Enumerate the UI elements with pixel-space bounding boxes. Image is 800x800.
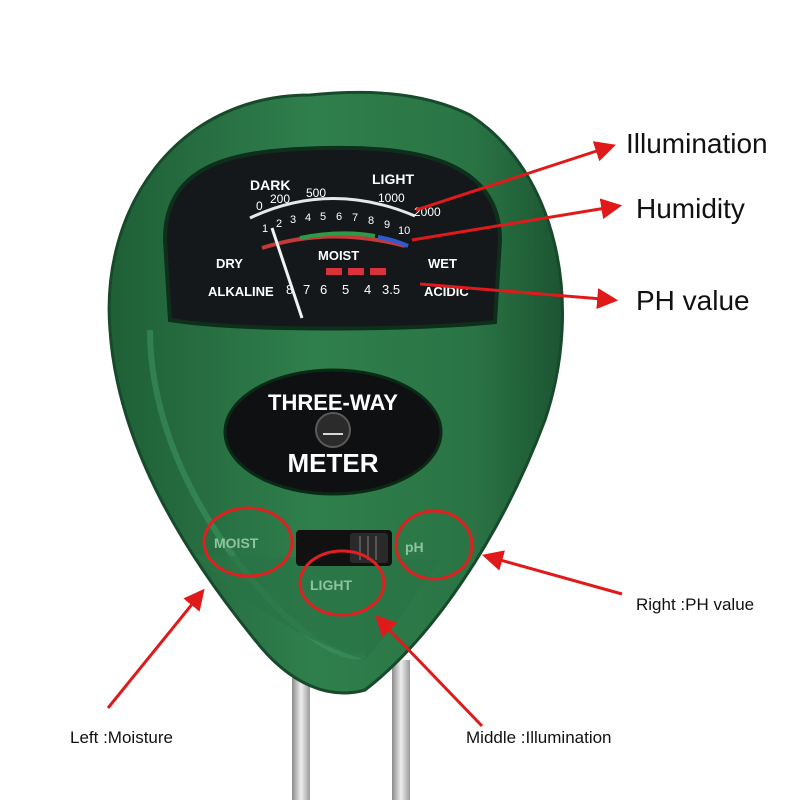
moist-color-arc-blue — [377, 235, 409, 248]
callout-illumination: Illumination — [626, 128, 768, 159]
dial-label-dry: DRY — [216, 256, 243, 271]
arrow-middle — [375, 614, 484, 728]
arrow-humidity — [411, 198, 623, 242]
selector-label-ph: pH — [405, 539, 424, 555]
moist-tick-7: 7 — [352, 212, 358, 224]
ph-tick-3-5: 3.5 — [382, 282, 400, 297]
moist-tick-2: 2 — [276, 218, 282, 230]
callout-middle: Middle :Illumination — [466, 728, 612, 747]
ph-tick-7: 7 — [303, 282, 310, 297]
ph-tick-8: 8 — [286, 282, 293, 297]
left-probe — [292, 660, 310, 800]
dial-label-light: LIGHT — [372, 171, 414, 187]
moist-tick-5: 5 — [320, 211, 326, 223]
light-tick-500: 500 — [306, 186, 326, 200]
dial-needle — [270, 227, 304, 319]
badge-line-2: METER — [288, 448, 379, 478]
light-tick-1000: 1000 — [378, 191, 405, 205]
callout-left: Left :Moisture — [70, 728, 173, 747]
arrow-ph-value — [419, 282, 619, 310]
light-scale-arc — [249, 197, 416, 220]
dial-label-dark: DARK — [250, 177, 290, 193]
light-tick-0: 0 — [256, 199, 263, 213]
selector-label-light: LIGHT — [310, 577, 352, 593]
dial-label-moist: MOIST — [318, 248, 359, 263]
dial-label-alkaline: ALKALINE — [208, 284, 274, 299]
badge-line-1: THREE-WAY — [268, 390, 398, 415]
moist-tick-10: 10 — [398, 225, 410, 237]
arrow-right — [481, 550, 623, 596]
calibration-knob[interactable] — [315, 412, 351, 448]
highlight-circle-light — [298, 549, 386, 617]
dial-face: DARK LIGHT 0 200 500 1000 2000 1 2 3 4 5… — [208, 171, 469, 319]
ph-bar-1 — [326, 268, 342, 275]
moist-tick-1: 1 — [262, 223, 268, 235]
highlight-circle-ph — [394, 509, 474, 581]
moist-tick-3: 3 — [290, 214, 296, 226]
moist-tick-4: 4 — [305, 212, 311, 224]
ph-bar-2 — [348, 268, 364, 275]
ph-tick-4: 4 — [364, 282, 371, 297]
arrow-left — [106, 588, 205, 709]
ph-tick-6: 6 — [320, 282, 327, 297]
callout-right: Right :PH value — [636, 595, 755, 614]
highlight-circle-moist — [202, 506, 294, 578]
ph-bar-3 — [370, 268, 386, 275]
callout-ph-value: PH value — [636, 285, 750, 316]
callout-humidity: Humidity — [636, 193, 745, 224]
moist-color-arc-green — [299, 231, 376, 240]
arrow-illumination — [415, 141, 616, 212]
ph-tick-5: 5 — [342, 282, 349, 297]
light-tick-200: 200 — [270, 192, 290, 206]
moist-tick-6: 6 — [336, 211, 342, 223]
moist-tick-8: 8 — [368, 215, 374, 227]
moist-tick-9: 9 — [384, 219, 390, 231]
dial-label-wet: WET — [428, 256, 457, 271]
right-probe — [392, 660, 410, 800]
selector-label-moist: MOIST — [214, 535, 259, 551]
